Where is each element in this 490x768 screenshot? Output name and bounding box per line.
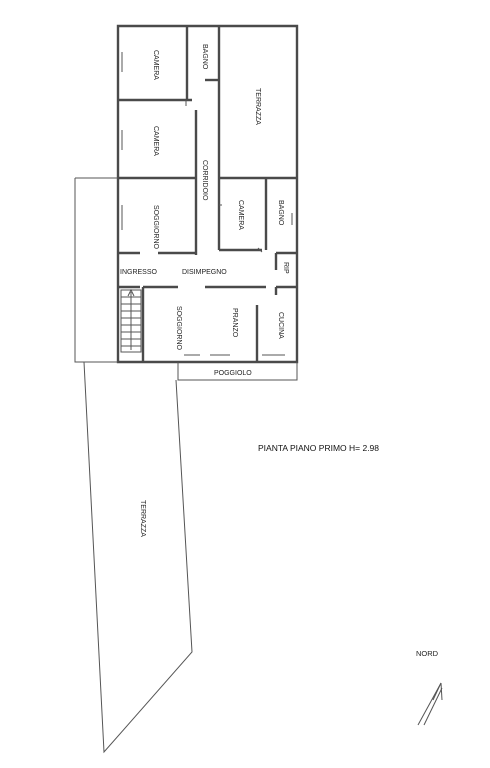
- room-label-camera-right: CAMERA: [237, 200, 244, 230]
- room-label-ingresso: INGRESSO: [120, 269, 158, 276]
- terrazza-outline: [74, 177, 193, 754]
- room-label-soggiorno-bottom: SOGGIORNO: [175, 306, 182, 351]
- room-label-terrazza-top: TERRAZZA: [254, 88, 261, 125]
- room-label-poggiolo: POGGIOLO: [214, 370, 252, 377]
- staircase: [120, 288, 142, 353]
- poggiolo-outline: [177, 362, 298, 381]
- room-label-soggiorno-left: SOGGIORNO: [152, 205, 159, 250]
- room-label-bagno-right: BAGNO: [277, 200, 284, 226]
- room-label-corridoio: CORRIDOIO: [201, 160, 208, 201]
- plan-title: PIANTA PIANO PRIMO H= 2.98: [258, 443, 379, 453]
- room-label-bagno-top: BAGNO: [201, 44, 208, 70]
- room-label-pranzo: PRANZO: [231, 308, 238, 338]
- room-label-disimpegno: DISIMPEGNO: [182, 269, 227, 276]
- north-label: NORD: [416, 649, 439, 658]
- room-label-camera-mid: CAMERA: [152, 126, 159, 156]
- north-arrow-icon: [417, 682, 443, 726]
- room-label-terrazza-big: TERRAZZA: [139, 500, 146, 537]
- room-label-camera-top: CAMERA: [152, 50, 159, 80]
- room-label-rip: RIP: [282, 262, 289, 274]
- door-marks: [121, 52, 293, 253]
- room-label-cucina: CUCINA: [277, 312, 284, 339]
- building-walls: [116, 24, 299, 364]
